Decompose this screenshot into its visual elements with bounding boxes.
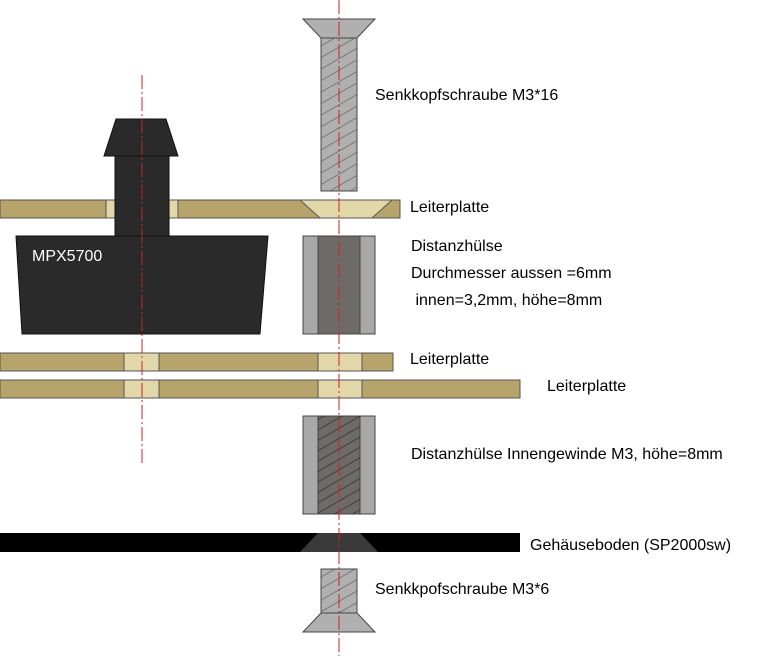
label-spacer-threaded: Distanzhülse Innengewinde M3, höhe=8mm xyxy=(411,446,723,463)
label-spacer-title: Distanzhülse xyxy=(411,238,503,255)
label-spacer-outer: Durchmesser aussen =6mm xyxy=(411,265,612,282)
label-screw-top: Senkkopfschraube M3*16 xyxy=(375,87,559,104)
label-sensor: MPX5700 xyxy=(32,248,103,265)
countersink-hole xyxy=(298,199,394,219)
label-pcb-1: Leiterplatte xyxy=(410,199,490,216)
pcb-top xyxy=(0,199,401,219)
label-spacer-inner: innen=3,2mm, höhe=8mm xyxy=(411,292,603,309)
label-pcb-3: Leiterplatte xyxy=(547,378,627,395)
label-screw-bottom: Senkkpofschraube M3*6 xyxy=(375,581,550,598)
housing-base xyxy=(0,533,520,552)
pcb-lower xyxy=(0,379,521,399)
pcb-middle xyxy=(0,352,394,372)
label-pcb-2: Leiterplatte xyxy=(410,351,490,368)
center-lines xyxy=(141,0,340,656)
label-housing-base: Gehäuseboden (SP2000sw) xyxy=(530,537,732,554)
